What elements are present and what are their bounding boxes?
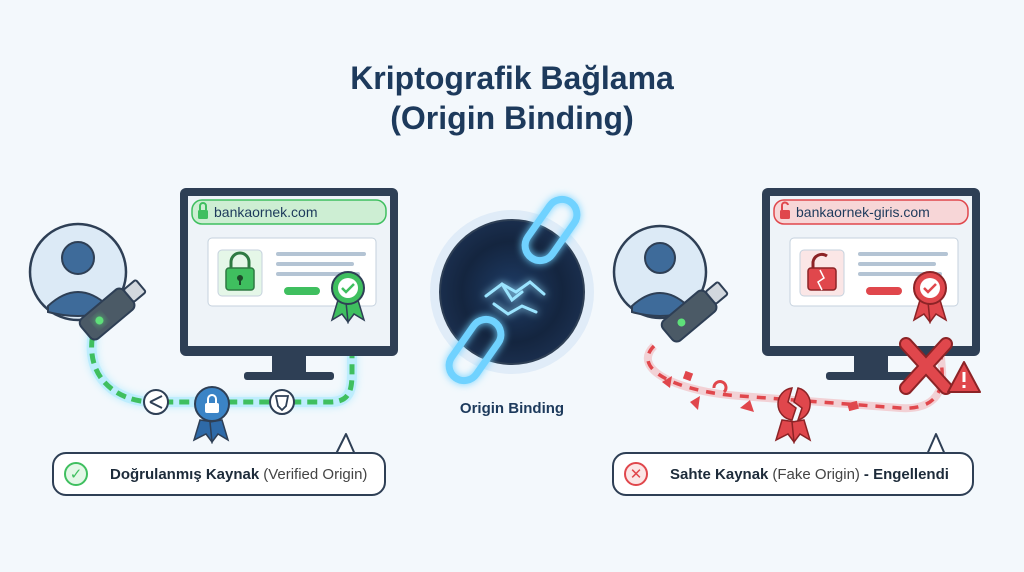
x-icon: ✕ <box>624 462 648 486</box>
padlock-closed-icon <box>225 251 255 291</box>
right-badge-strong: Sahte Kaynak <box>670 465 769 483</box>
right-status-badge: ✕ Sahte Kaynak (Fake Origin) - Engellend… <box>612 452 974 496</box>
padlock-broken-icon <box>807 252 837 291</box>
broken-seal-icon <box>774 387 812 444</box>
right-security-key-icon <box>660 281 729 343</box>
right-badge-paren: (Fake Origin) <box>772 465 860 483</box>
check-icon: ✓ <box>64 462 88 486</box>
left-badge-strong: Doğrulanmış Kaynak <box>110 465 260 483</box>
blocked-x-icon <box>899 337 953 395</box>
verified-seal-icon <box>330 271 366 324</box>
warning-triangle-icon <box>947 361 981 393</box>
right-badge-suffix: - Engellendi <box>863 465 949 483</box>
right-user-avatar <box>612 224 708 320</box>
right-url-bar <box>773 199 969 225</box>
left-url-text: bankaornek.com <box>214 204 318 220</box>
left-security-key-icon <box>78 279 147 341</box>
left-status-badge: ✓ Doğrulanmış Kaynak (Verified Origin) <box>52 452 386 496</box>
warning-seal-icon <box>912 271 948 324</box>
handshake-icon <box>484 280 546 316</box>
title-line-1: Kriptografik Bağlama <box>350 60 674 96</box>
center-label: Origin Binding <box>459 400 565 417</box>
right-url-text: bankaornek-giris.com <box>796 204 930 220</box>
left-badge-paren: (Verified Origin) <box>263 465 368 483</box>
center-chain-emblem <box>430 195 594 385</box>
path-node-icon <box>143 389 169 415</box>
left-url-bar <box>191 199 387 225</box>
title-line-2: (Origin Binding) <box>390 100 634 136</box>
path-lock-seal-icon <box>192 386 230 444</box>
path-shield-icon <box>269 389 295 415</box>
diagram-title: Kriptografik Bağlama (Origin Binding) <box>0 58 1024 138</box>
